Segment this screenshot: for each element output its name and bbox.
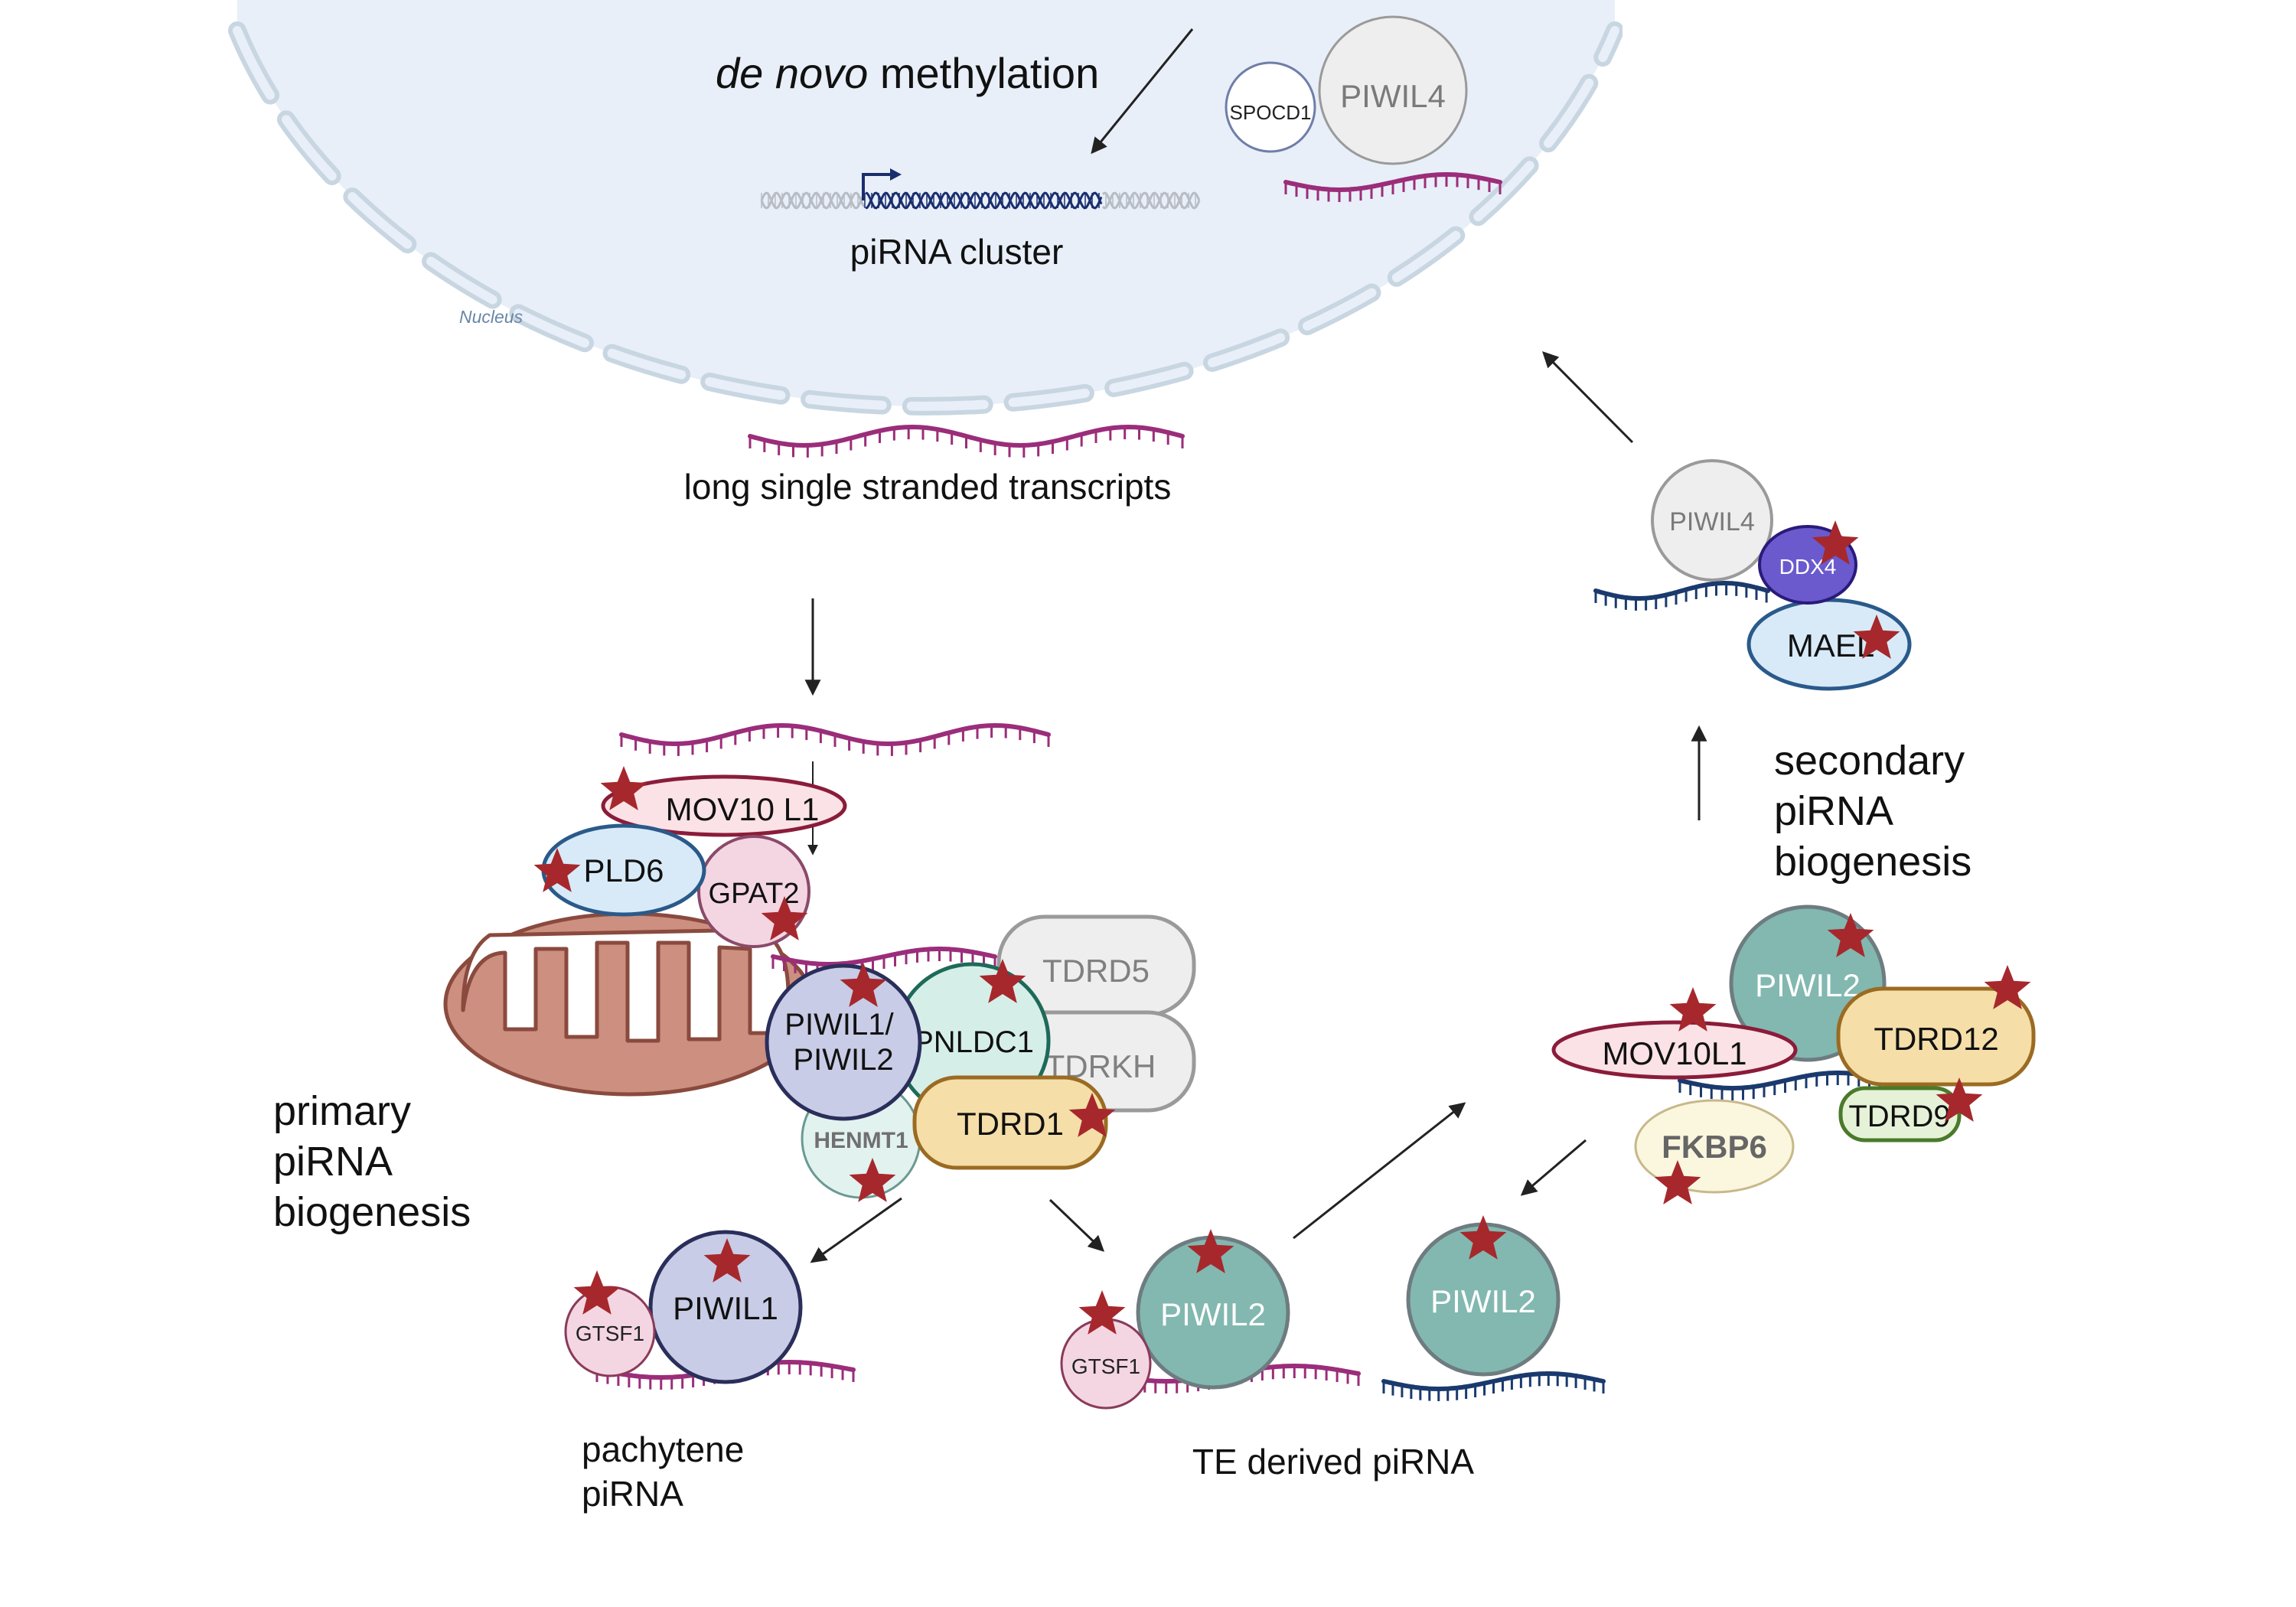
piwil1-label: PIWIL1 xyxy=(673,1290,778,1326)
promoter-arrowhead xyxy=(890,168,902,181)
gtsf1-mid-label: GTSF1 xyxy=(1071,1354,1140,1378)
tdrd9-protein xyxy=(1838,1086,1962,1143)
pld6-label: PLD6 xyxy=(583,852,664,888)
secondary-line-3: biogenesis xyxy=(1774,839,1971,885)
spocd1-label: SPOCD1 xyxy=(1230,101,1312,124)
methylation-arrow xyxy=(1091,28,1194,155)
tdrd12-label: TDRD12 xyxy=(1874,1021,1998,1057)
star-icon xyxy=(1812,520,1859,565)
star-icon xyxy=(600,766,647,810)
tdrd1-protein xyxy=(912,1075,1108,1170)
piwil2-line: PIWIL2 xyxy=(793,1043,893,1077)
pirna-cluster-label: piRNA cluster xyxy=(850,232,1064,272)
pirna-cluster-dna xyxy=(760,191,1201,210)
piwil1-piwil2-label: PIWIL1/ PIWIL2 xyxy=(784,1008,902,1077)
dna-strand xyxy=(760,191,866,210)
primary-line-2: piRNA xyxy=(273,1139,393,1185)
promoter-arrow-icon xyxy=(862,173,892,200)
star-icon xyxy=(979,959,1026,1003)
star-icon xyxy=(1078,1290,1126,1335)
primary-line-3: biogenesis xyxy=(273,1189,471,1235)
piwil4-nuclear-label: PIWIL4 xyxy=(1340,78,1446,114)
star-markers xyxy=(533,520,2031,1335)
star-icon xyxy=(1187,1229,1234,1273)
piwil1-piwil2-protein xyxy=(765,963,922,1121)
te-derived-label: TE derived piRNA xyxy=(1192,1442,1474,1482)
star-icon xyxy=(1984,965,2031,1009)
piwil2-mid-label: PIWIL2 xyxy=(1160,1296,1266,1332)
piwil2-right-label: PIWIL2 xyxy=(1430,1283,1536,1319)
primary-line-1: primary xyxy=(273,1088,411,1134)
mov10l1-left-protein xyxy=(601,774,847,837)
secondary-line-2: piRNA xyxy=(1774,788,1893,834)
secondary-biogenesis-label: secondary piRNA biogenesis xyxy=(1774,738,1976,885)
dna-strand xyxy=(1102,191,1201,210)
mov10l1-right-protein xyxy=(1551,1020,1798,1080)
star-icon xyxy=(1853,614,1900,659)
star-icon xyxy=(1654,1160,1701,1204)
pachytene-line-1: pachytene xyxy=(582,1429,744,1469)
methylation-word: methylation xyxy=(868,49,1099,97)
star-icon xyxy=(1936,1077,1983,1122)
piwil2-right-rna xyxy=(1381,1371,1606,1401)
secondary-line-1: secondary xyxy=(1774,738,1965,784)
star-icon xyxy=(849,1158,896,1202)
star-icon xyxy=(1459,1215,1507,1260)
piwil4-right-protein xyxy=(1651,459,1773,582)
star-icon xyxy=(840,963,887,1007)
long-transcript-rna xyxy=(748,424,1185,458)
piwil4-nuclear-protein xyxy=(1318,15,1468,165)
primary-biogenesis-label: primary piRNA biogenesis xyxy=(273,1088,471,1235)
spocd1-protein xyxy=(1225,61,1316,153)
dna-strand xyxy=(865,191,1103,210)
dna-strand xyxy=(1102,191,1201,210)
star-icon xyxy=(1669,987,1717,1032)
pachytene-line-2: piRNA xyxy=(582,1474,683,1514)
import-arrow xyxy=(1542,351,1634,444)
star-icon xyxy=(533,848,581,892)
dna-strand xyxy=(865,191,1103,210)
from-secondary-arrow xyxy=(1520,1139,1587,1196)
to-secondary-arrow xyxy=(1293,1102,1466,1240)
gtsf1-left-label: GTSF1 xyxy=(576,1322,644,1345)
pnldc1-label: PNLDC1 xyxy=(913,1025,1034,1059)
pachytene-label: pachytene piRNA xyxy=(582,1429,754,1514)
tdrd9-label: TDRD9 xyxy=(1848,1100,1950,1133)
star-icon xyxy=(573,1270,621,1315)
piwil1-line: PIWIL1/ xyxy=(784,1008,894,1041)
henmt1-label: HENMT1 xyxy=(814,1128,908,1153)
rna-backbone xyxy=(1593,581,1770,601)
piwil4-nuclear-rna xyxy=(1283,172,1502,202)
star-icon xyxy=(703,1238,751,1283)
tdrd5-label: TDRD5 xyxy=(1042,953,1150,989)
tdrd12-protein xyxy=(1836,986,2036,1087)
de-novo-italic: de novo xyxy=(716,49,868,97)
to-te-derived-arrow xyxy=(1049,1198,1105,1252)
mov10l1-right-label: MOV10L1 xyxy=(1602,1035,1746,1071)
de-novo-methylation-label: de novo methylation xyxy=(716,49,1099,97)
star-icon xyxy=(1827,913,1874,957)
star-icon xyxy=(1068,1093,1116,1137)
piwil4-right-label: PIWIL4 xyxy=(1669,507,1754,536)
tdrd1-label: TDRD1 xyxy=(957,1106,1064,1142)
long-transcripts-label: long single stranded transcripts xyxy=(684,467,1172,507)
piwil2-top-label: PIWIL2 xyxy=(1755,967,1861,1003)
primary-transcript-rna xyxy=(619,722,1051,756)
mov10l1-left-label: MOV10 L1 xyxy=(666,791,820,827)
star-icon xyxy=(761,896,808,940)
fkbp6-label: FKBP6 xyxy=(1662,1129,1767,1165)
piwil4-complex-rna xyxy=(1593,581,1770,611)
to-pachytene-arrow xyxy=(810,1197,902,1263)
piwil1-protein xyxy=(648,1230,803,1384)
nucleus-label: Nucleus xyxy=(459,307,523,327)
dna-strand xyxy=(760,191,866,210)
